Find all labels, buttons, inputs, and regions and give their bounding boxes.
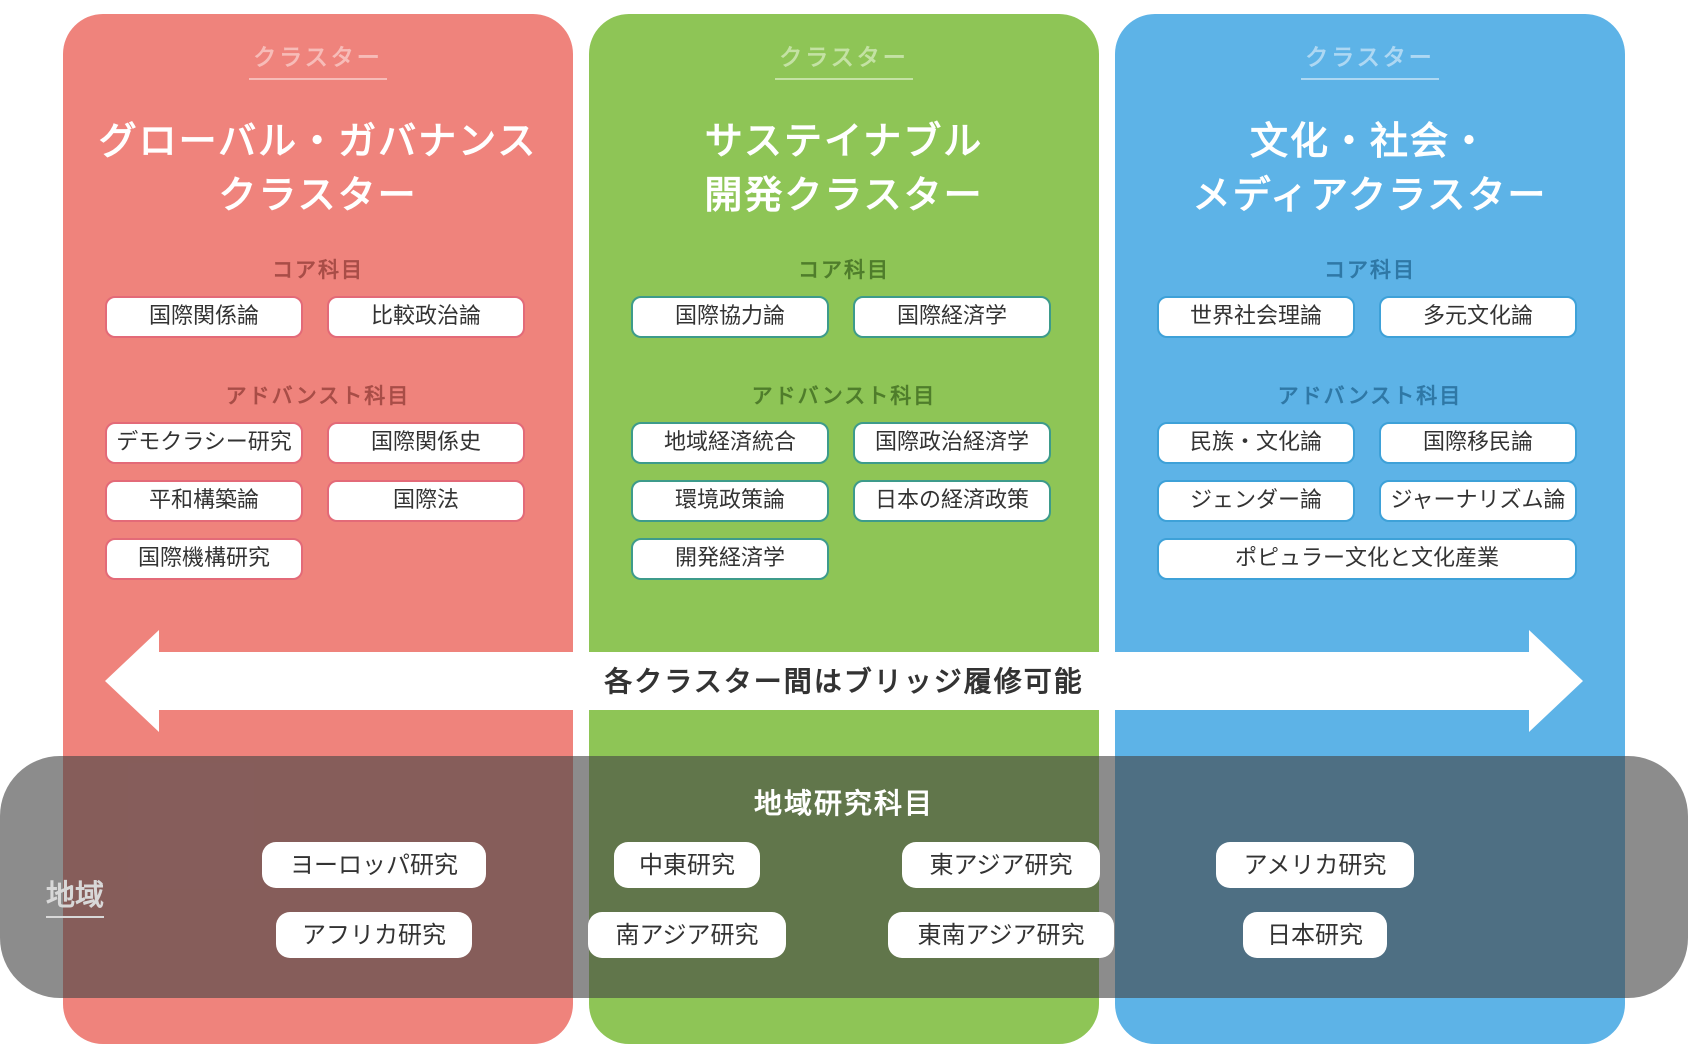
regional-course: 日本研究: [1243, 912, 1387, 958]
core-course: 世界社会理論: [1157, 296, 1355, 338]
advanced-course: 国際移民論: [1379, 422, 1577, 464]
regional-studies-band: 地域 地域研究科目 ヨーロッパ研究 アフリカ研究 中東研究 南アジア研究 東アジ…: [0, 756, 1688, 998]
cluster-tag: クラスター: [589, 38, 1099, 80]
core-heading: コア科目: [272, 258, 364, 282]
advanced-heading: アドバンスト科目: [225, 384, 411, 408]
advanced-heading: アドバンスト科目: [1277, 384, 1463, 408]
advanced-course: 開発経済学: [631, 538, 829, 580]
advanced-course: 地域経済統合: [631, 422, 829, 464]
regional-course: アフリカ研究: [276, 912, 472, 958]
advanced-course: 日本の経済政策: [853, 480, 1051, 522]
double-arrow-icon: [105, 630, 1583, 732]
region-title: 地域研究科目: [753, 787, 934, 820]
cluster-title: グローバル・ガバナンス クラスター: [98, 119, 538, 217]
advanced-course: 国際法: [327, 480, 525, 522]
bridge-label: 各クラスター間はブリッジ履修可能: [604, 665, 1084, 698]
core-heading: コア科目: [798, 258, 890, 282]
cluster-tag: クラスター: [1115, 38, 1625, 80]
cluster-title: 文化・社会・ メディアクラスター: [1192, 119, 1548, 217]
core-course: 多元文化論: [1379, 296, 1577, 338]
regional-course: 東アジア研究: [902, 842, 1100, 888]
advanced-course: ジェンダー論: [1157, 480, 1355, 522]
advanced-heading: アドバンスト科目: [751, 384, 937, 408]
advanced-course: 平和構築論: [105, 480, 303, 522]
core-heading: コア科目: [1324, 258, 1416, 282]
advanced-course: ジャーナリズム論: [1379, 480, 1577, 522]
bridge-arrow: 各クラスター間はブリッジ履修可能: [105, 630, 1583, 732]
core-course: 比較政治論: [327, 296, 525, 338]
advanced-course: ポピュラー文化と文化産業: [1157, 538, 1577, 580]
core-course: 国際関係論: [105, 296, 303, 338]
cluster-tag: クラスター: [63, 38, 573, 80]
advanced-course: デモクラシー研究: [105, 422, 303, 464]
regional-course: 東南アジア研究: [888, 912, 1114, 958]
advanced-course: 環境政策論: [631, 480, 829, 522]
region-side-label: 地域: [46, 872, 105, 918]
advanced-course: 国際関係史: [327, 422, 525, 464]
core-course: 国際経済学: [853, 296, 1051, 338]
advanced-course: 国際政治経済学: [853, 422, 1051, 464]
cluster-title: サステイナブル 開発クラスター: [704, 119, 984, 217]
advanced-course: 民族・文化論: [1157, 422, 1355, 464]
core-course: 国際協力論: [631, 296, 829, 338]
regional-course: アメリカ研究: [1216, 842, 1414, 888]
regional-course: 中東研究: [614, 842, 760, 888]
regional-course: 南アジア研究: [588, 912, 786, 958]
advanced-course: 国際機構研究: [105, 538, 303, 580]
regional-course: ヨーロッパ研究: [262, 842, 486, 888]
